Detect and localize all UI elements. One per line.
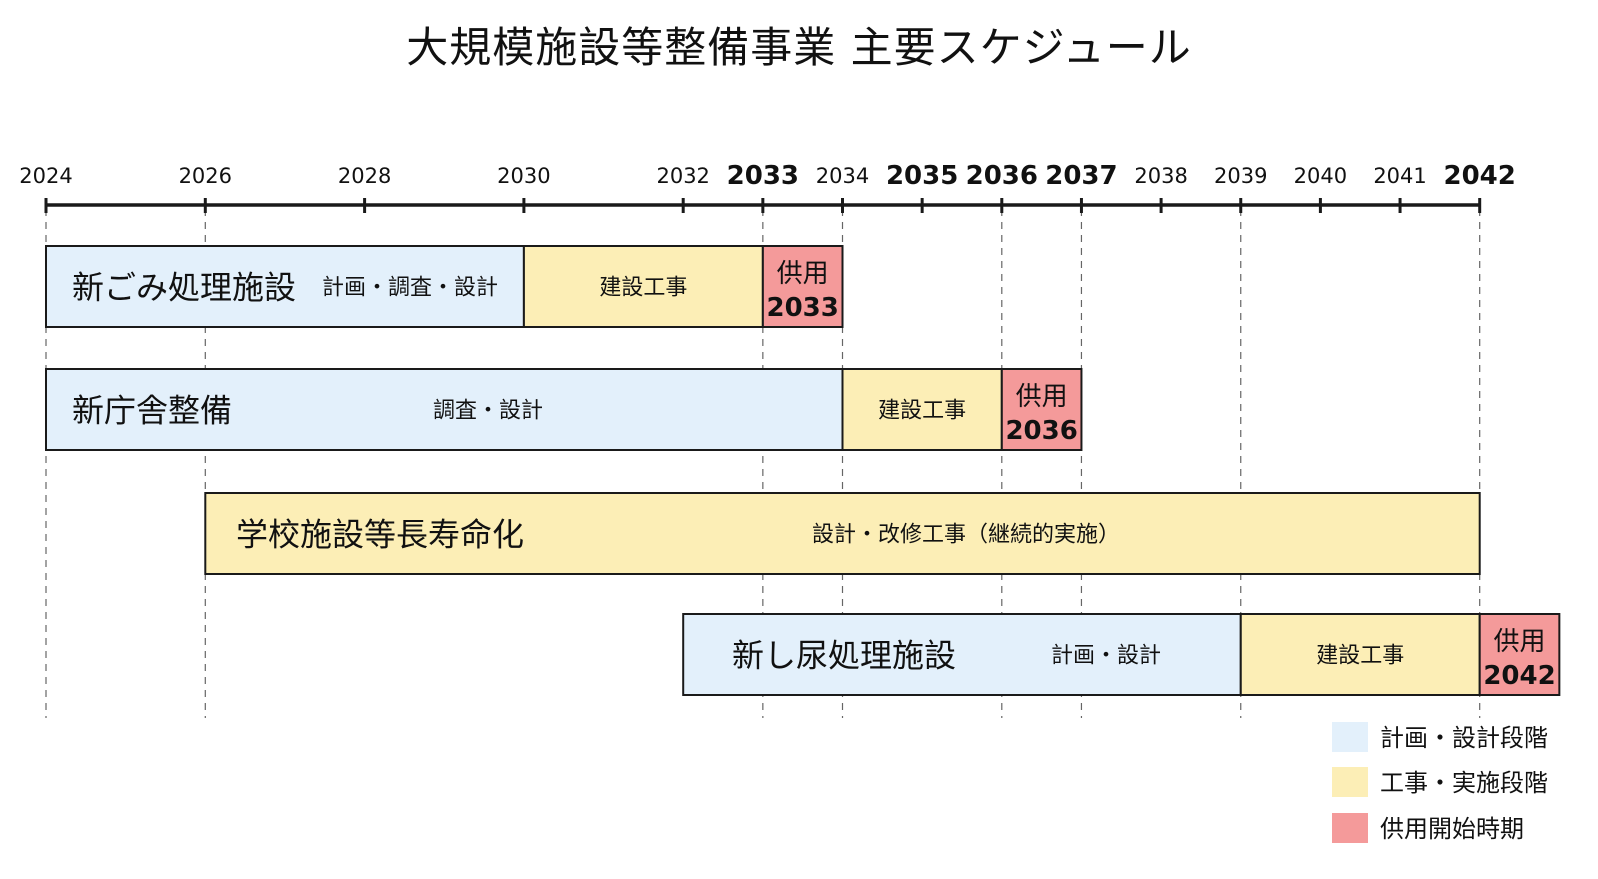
tick-label-2026: 2026 [179, 164, 232, 188]
operation-label: 供用 [1494, 627, 1546, 657]
tick-label-2035: 2035 [886, 161, 958, 191]
tick-label-2028: 2028 [338, 164, 391, 188]
phase-bar-operation [761, 245, 844, 328]
tick-label-2024: 2024 [19, 164, 72, 188]
phase-label: 計画・設計 [1051, 644, 1161, 669]
operation-year-label: 2033 [766, 293, 838, 323]
legend-label: 供用開始時期 [1380, 815, 1524, 843]
tick-label-2042: 2042 [1444, 161, 1516, 191]
operation-label: 供用 [777, 259, 829, 289]
phase-bar-construction [841, 368, 1003, 451]
tick-label-2032: 2032 [656, 164, 709, 188]
tick-label-2030: 2030 [497, 164, 550, 188]
phase-bar-construction [1239, 613, 1481, 696]
phase-label: 建設工事 [599, 276, 687, 301]
tick-label-2038: 2038 [1134, 164, 1187, 188]
legend-label: 工事・実施段階 [1380, 769, 1548, 797]
tick-label-2034: 2034 [816, 164, 869, 188]
phase-bar-operation [1478, 613, 1561, 696]
legend-label: 計画・設計段階 [1380, 724, 1548, 752]
phase-bar-operation [1000, 368, 1083, 451]
tick-label-2033: 2033 [727, 161, 799, 191]
page-title: 大規模施設等整備事業 主要スケジュール [406, 23, 1192, 72]
tick-label-2036: 2036 [966, 161, 1038, 191]
project-name: 新庁舎整備 [72, 392, 232, 430]
phase-bar-construction [204, 492, 1481, 575]
project-name: 新し尿処理施設 [732, 637, 956, 675]
legend-swatch-operation [1332, 813, 1368, 843]
phase-bar-construction [522, 245, 764, 328]
phase-label: 建設工事 [878, 399, 966, 424]
tick-label-2040: 2040 [1294, 164, 1347, 188]
operation-year-label: 2042 [1483, 661, 1555, 691]
phase-bar-planning [45, 368, 844, 451]
phase-label: 建設工事 [1316, 644, 1404, 669]
tick-label-2039: 2039 [1214, 164, 1267, 188]
phase-label: 調査・設計 [433, 399, 543, 424]
tick-label-2037: 2037 [1045, 161, 1117, 191]
project-name: 新ごみ処理施設 [72, 269, 296, 307]
phase-label: 計画・調査・設計 [322, 276, 498, 301]
operation-year-label: 2036 [1005, 416, 1077, 446]
legend-swatch-planning [1332, 722, 1368, 752]
operation-label: 供用 [1016, 382, 1068, 412]
phase-bar-planning [45, 245, 525, 328]
phase-label: 設計・改修工事（継続的実施） [812, 523, 1120, 548]
tick-label-2041: 2041 [1373, 164, 1426, 188]
legend-swatch-construction [1332, 767, 1368, 797]
project-name: 学校施設等長寿命化 [236, 516, 524, 554]
phase-bar-planning [682, 613, 1242, 696]
